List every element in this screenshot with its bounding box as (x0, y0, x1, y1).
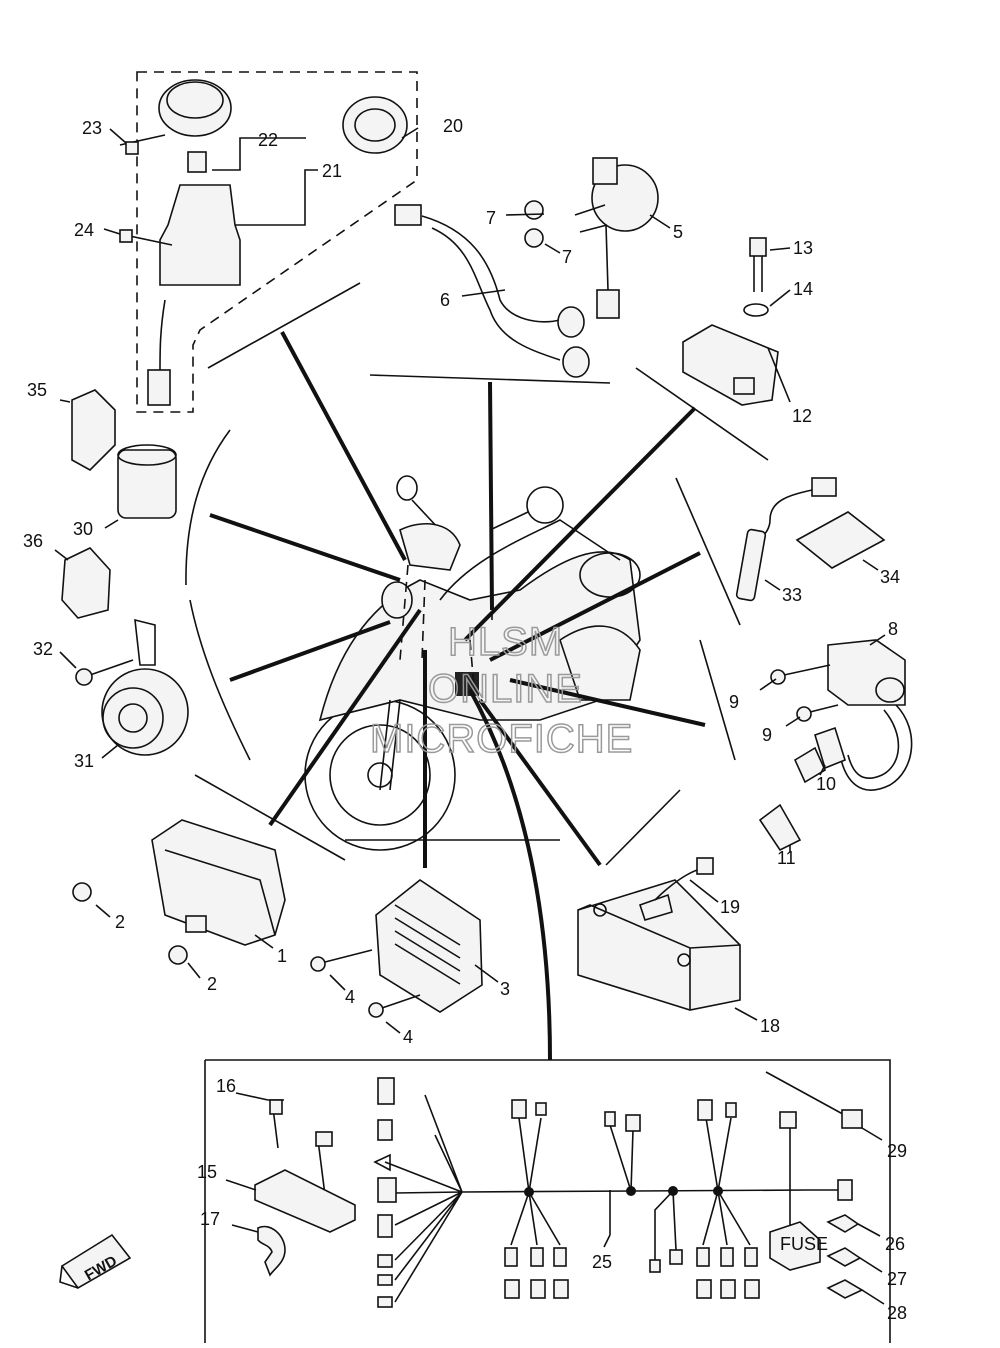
left-parts-group (61, 389, 189, 756)
callout-24: 24 (74, 220, 94, 240)
leader-lines (54, 128, 886, 1305)
group-frame (185, 282, 769, 866)
callout-4: 4 (403, 1027, 413, 1047)
watermark-line-1: HLSM (448, 620, 563, 664)
callout-10: 10 (816, 774, 836, 794)
callout-11: 11 (777, 848, 796, 868)
callout-22: 22 (258, 130, 278, 150)
main-switch-group (119, 71, 419, 413)
callout-9: 9 (762, 725, 772, 745)
callout-4: 4 (345, 987, 355, 1007)
motorcycle-illustration (304, 475, 641, 851)
callout-33: 33 (782, 585, 802, 605)
callout-32: 32 (33, 639, 53, 659)
callout-21: 21 (322, 161, 342, 181)
callout-13: 13 (793, 238, 813, 258)
callout-14: 14 (793, 279, 813, 299)
callout-20: 20 (443, 116, 463, 136)
callout-8: 8 (888, 619, 898, 639)
wire-harness-group: FUSE FWD (59, 1059, 891, 1343)
part-12-13-14-group (682, 237, 791, 406)
callout-29: 29 (887, 1141, 907, 1161)
callout-6: 6 (440, 290, 450, 310)
callout-15: 15 (197, 1162, 217, 1182)
part-8-11-group (758, 639, 913, 852)
callout-1: 1 (277, 946, 287, 966)
callout-26: 26 (885, 1234, 905, 1254)
callout-18: 18 (760, 1016, 780, 1036)
part-33-34-group (735, 477, 886, 602)
callout-30: 30 (73, 519, 93, 539)
watermark-line-2: ONLINE (428, 667, 583, 711)
callout-labels: 1 2 2 3 4 4 5 6 7 7 8 9 9 10 11 12 13 14… (23, 116, 907, 1323)
callout-25: 25 (592, 1252, 612, 1272)
callout-9: 9 (729, 692, 739, 712)
callout-35: 35 (27, 380, 47, 400)
callout-5: 5 (673, 222, 683, 242)
callout-7: 7 (486, 208, 496, 228)
part-5-6-7-group (394, 157, 659, 378)
callout-36: 36 (23, 531, 43, 551)
callout-17: 17 (200, 1209, 220, 1229)
watermark: HLSM ONLINE MICROFICHE (369, 619, 633, 762)
callout-16: 16 (216, 1076, 236, 1096)
callout-3: 3 (500, 979, 510, 999)
callout-19: 19 (720, 897, 740, 917)
callout-34: 34 (880, 567, 900, 587)
callout-31: 31 (74, 751, 94, 771)
pointer-lines (209, 331, 706, 1061)
callout-23: 23 (82, 118, 102, 138)
callout-7: 7 (562, 247, 572, 267)
callout-28: 28 (887, 1303, 907, 1323)
callout-2: 2 (115, 912, 125, 932)
watermark-line-3: MICROFICHE (370, 717, 633, 761)
callout-2: 2 (207, 974, 217, 994)
fuse-label: FUSE (780, 1234, 828, 1254)
callout-27: 27 (887, 1269, 907, 1289)
battery-group (577, 857, 741, 1011)
part-1-4-group (72, 819, 483, 1018)
callout-12: 12 (792, 406, 812, 426)
